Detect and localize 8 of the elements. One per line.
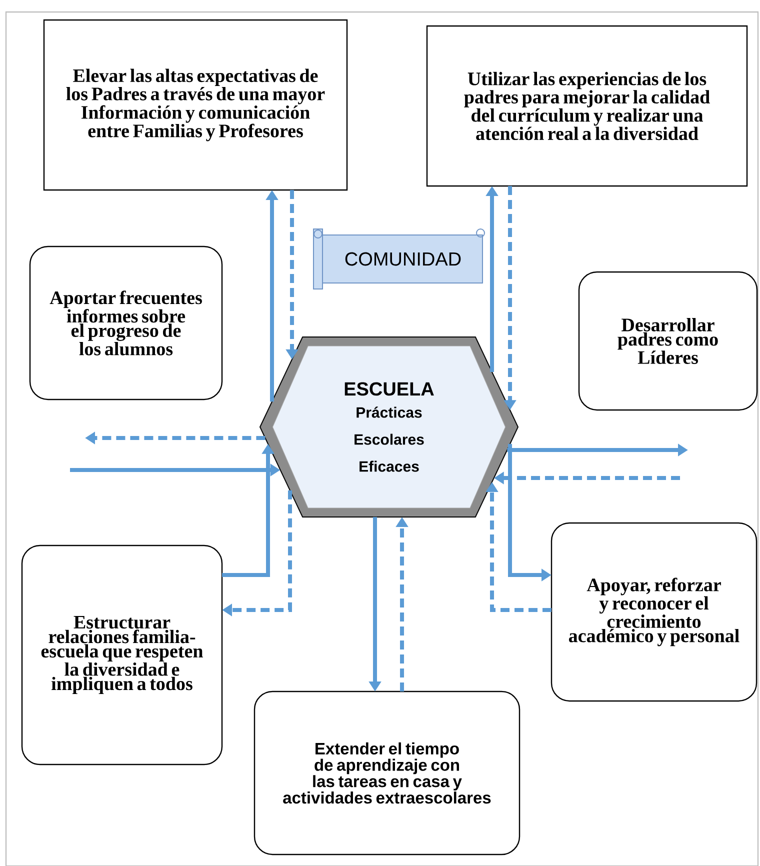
text-box: Desarrollar padres como Líderes [578,271,758,411]
text-box: Elevar las altas expectativas de los Padres a través de una mayor Información y comunicación entre Familias y Profesores [43,19,348,191]
text-box: Extender el tiempo de aprendizaje con las tareas en casa y actividades extraescolares [254,690,520,856]
text-box: Apoyar, reforzar y reconocer el crecimiento académico y personal [550,522,758,702]
text-box: Aportar frecuentes informes sobre el progreso de los alumnos [29,246,223,400]
scroll-banner: COMUNIDAD [313,228,485,290]
text-box: Utilizar las experiencias de los padres para mejorar la calidad del currículum y realizar una atención real a la diversidad [426,25,748,187]
text-box: Estructurar relaciones familia-escuela que respeten la diversidad e impliquen a todos [21,544,223,766]
